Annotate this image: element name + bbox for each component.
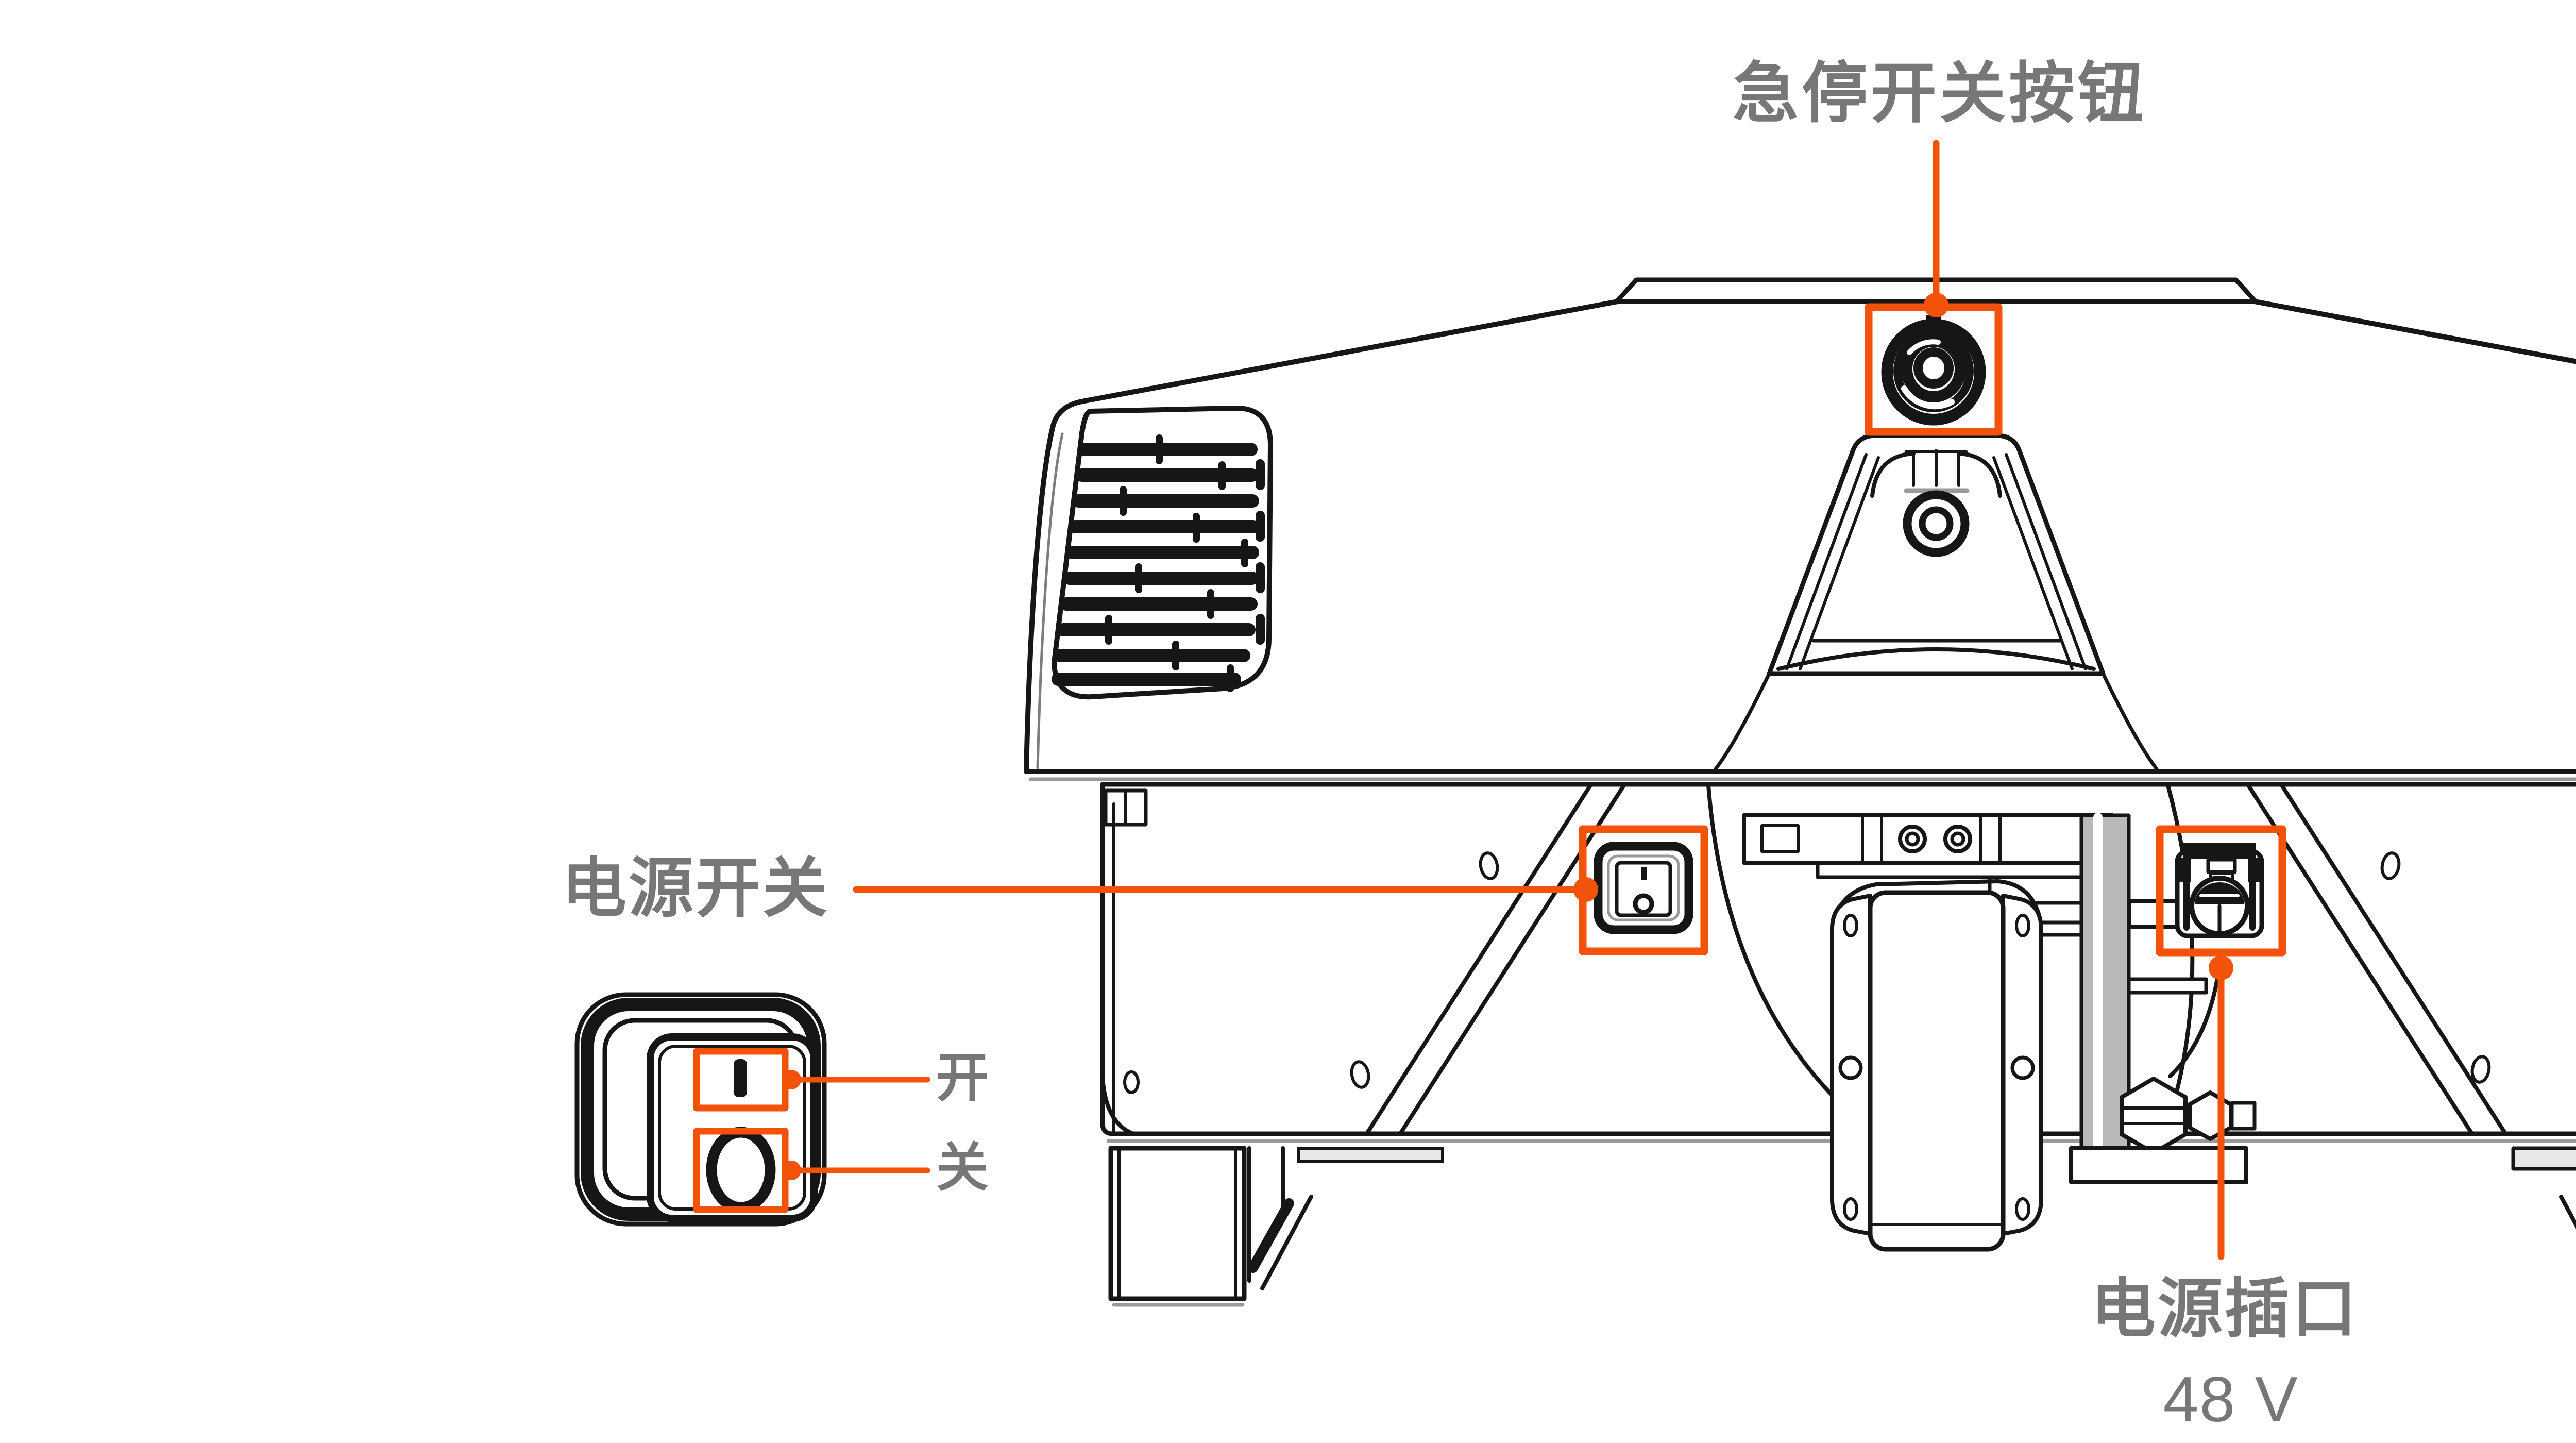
rear-wheel-right [2511, 1146, 2576, 1229]
rocker-on-symbol [734, 1059, 747, 1097]
power-socket-icon [2175, 843, 2264, 938]
power-socket-highlight-box [2156, 825, 2286, 957]
sensor-housing [1767, 433, 2106, 676]
robot-body [1024, 277, 2576, 1307]
label-emergency-stop: 急停开关按钮 [1732, 57, 2147, 130]
label-power-switch: 电源开关 [562, 852, 829, 925]
camera-lens-inner [1919, 506, 1954, 541]
label-power-socket: 电源插口 [2091, 1272, 2359, 1345]
camera-lens-icon [1903, 490, 1970, 557]
emergency-stop-highlight-box [1865, 303, 2003, 436]
leader-dot [2209, 955, 2233, 980]
callout-emergency-stop [1865, 140, 2003, 436]
hood-seam-right [2101, 672, 2159, 771]
annotations [574, 140, 2286, 1260]
hood [1024, 299, 2576, 774]
callout-power-switch [853, 825, 1708, 955]
hood-seam-left [1714, 672, 1771, 771]
power-switch-icon [1594, 842, 1693, 934]
power-switch-highlight-box [1579, 825, 1708, 955]
rear-wheel-left [1100, 1075, 1444, 1307]
label-power-socket-voltage: 48 V [2163, 1364, 2299, 1435]
callout-rocker-off [782, 1161, 930, 1180]
housing-ear-right [1957, 451, 2002, 498]
callout-rocker-on [782, 1070, 930, 1089]
housing-ear-left [1870, 451, 1916, 498]
left-vent-grille [1052, 405, 1273, 700]
emergency-stop-button-icon [1881, 315, 1986, 426]
label-switch-on: 开 [936, 1049, 989, 1108]
caster-wheel [1830, 879, 2043, 1252]
label-switch-off: 关 [936, 1138, 989, 1197]
callout-power-socket [2156, 825, 2286, 1260]
chassis-holes [1123, 851, 2491, 1094]
hood-inner-contour-left [1036, 432, 1064, 769]
